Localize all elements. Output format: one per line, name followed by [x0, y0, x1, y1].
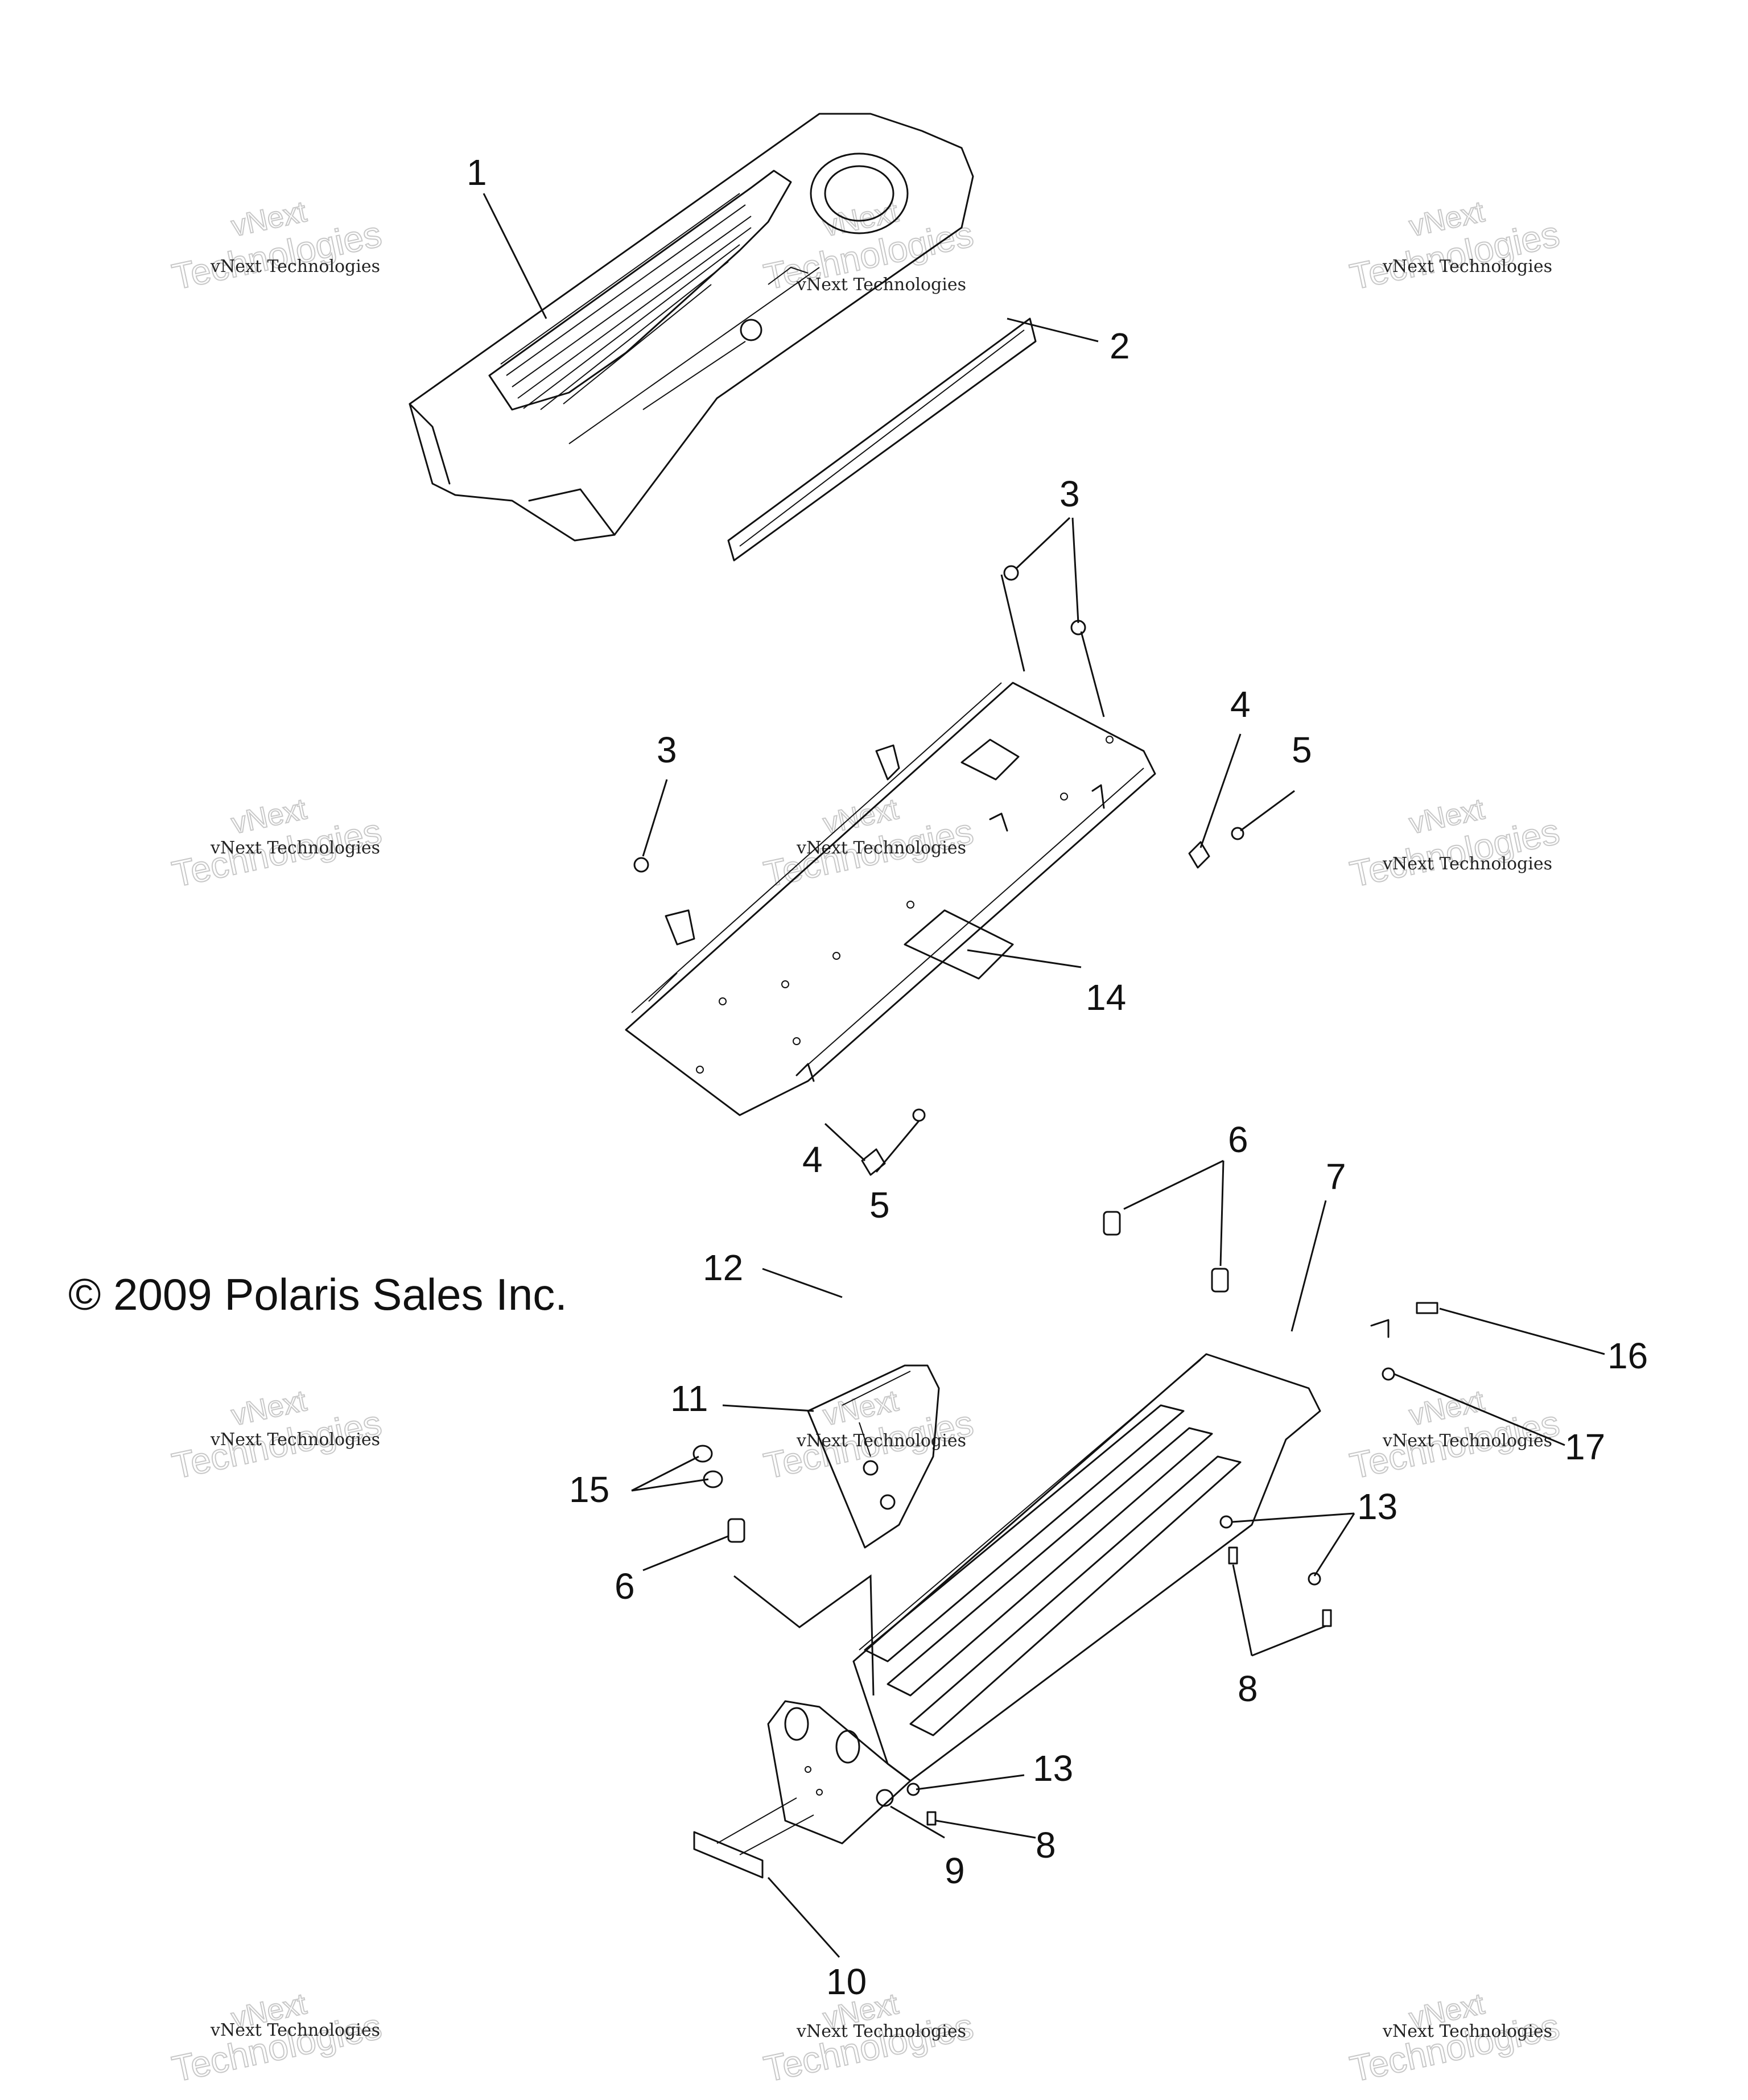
part-11-bracket — [807, 1364, 940, 1549]
watermark-small-text: vNext Technologies — [1382, 257, 1552, 277]
callout-3: 3 — [657, 729, 677, 770]
watermark-low-right: vNext Technologies — [1346, 1384, 1563, 1487]
watermark-small-text: vNext Technologies — [210, 1430, 380, 1450]
watermark-mid-center: vNext Technologies — [760, 792, 977, 896]
callout-2: 2 — [1110, 325, 1130, 366]
callout-8: 8 — [1238, 1668, 1258, 1709]
callout-13: 13 — [1357, 1486, 1397, 1527]
callout-labels: 1 2 3 3 4 5 14 4 5 6 7 12 11 15 6 16 17 … — [467, 152, 1648, 2002]
callout-12: 12 — [703, 1247, 743, 1288]
part-16-17-hardware — [1370, 1302, 1438, 1381]
watermark-small-text: vNext Technologies — [1382, 2021, 1552, 2041]
callout-5: 5 — [869, 1185, 890, 1226]
watermark-low-center: vNext Technologies — [760, 1384, 977, 1487]
callout-11: 11 — [670, 1378, 708, 1419]
callout-5: 5 — [1292, 729, 1312, 770]
leader-lines — [483, 193, 1605, 1958]
callout-10: 10 — [826, 1961, 867, 2002]
watermark-small-text: vNext Technologies — [1382, 1431, 1552, 1451]
callout-16: 16 — [1607, 1335, 1648, 1376]
watermark-small-text: vNext Technologies — [210, 838, 380, 858]
watermark-small-text: vNext Technologies — [210, 2020, 380, 2040]
copyright-text: © 2009 Polaris Sales Inc. — [68, 1269, 567, 1319]
part-8-9-13-hardware — [876, 1515, 1332, 1826]
callout-4: 4 — [1230, 684, 1251, 725]
watermark-low-left: vNext Technologies — [168, 1384, 385, 1487]
watermark-small-text: vNext Technologies — [796, 2021, 966, 2041]
callout-14: 14 — [1086, 977, 1126, 1018]
part-6-bumpers — [727, 1211, 1229, 1543]
callout-1: 1 — [467, 152, 487, 193]
part-2-decal — [727, 317, 1037, 562]
watermark-top-right: vNext Technologies — [1346, 195, 1563, 298]
watermark-small-text: vNext Technologies — [210, 257, 380, 277]
callout-13: 13 — [1033, 1748, 1073, 1789]
watermark-mid-left: vNext Technologies — [168, 792, 385, 896]
watermark-small-text: vNext Technologies — [796, 1431, 966, 1451]
watermark-top-left: vNext Technologies — [168, 195, 385, 298]
callout-6: 6 — [615, 1566, 635, 1607]
part-4-5-hardware — [861, 827, 1244, 1176]
callout-9: 9 — [945, 1850, 965, 1891]
part-14-floor-pan — [625, 682, 1156, 1116]
callout-6: 6 — [1228, 1119, 1248, 1160]
watermark-small-text: vNext Technologies — [1382, 854, 1552, 874]
callout-17: 17 — [1565, 1426, 1605, 1467]
callout-8: 8 — [1036, 1825, 1056, 1866]
part-1-console-cover — [409, 113, 974, 542]
callout-4: 4 — [802, 1139, 823, 1180]
part-10-front-plate — [693, 1797, 814, 1879]
callout-7: 7 — [1326, 1156, 1346, 1197]
callout-3: 3 — [1059, 473, 1080, 514]
watermark-mid-right: vNext Technologies — [1346, 792, 1563, 896]
callout-15: 15 — [569, 1469, 609, 1510]
part-7-main-panel — [767, 1353, 1321, 1845]
